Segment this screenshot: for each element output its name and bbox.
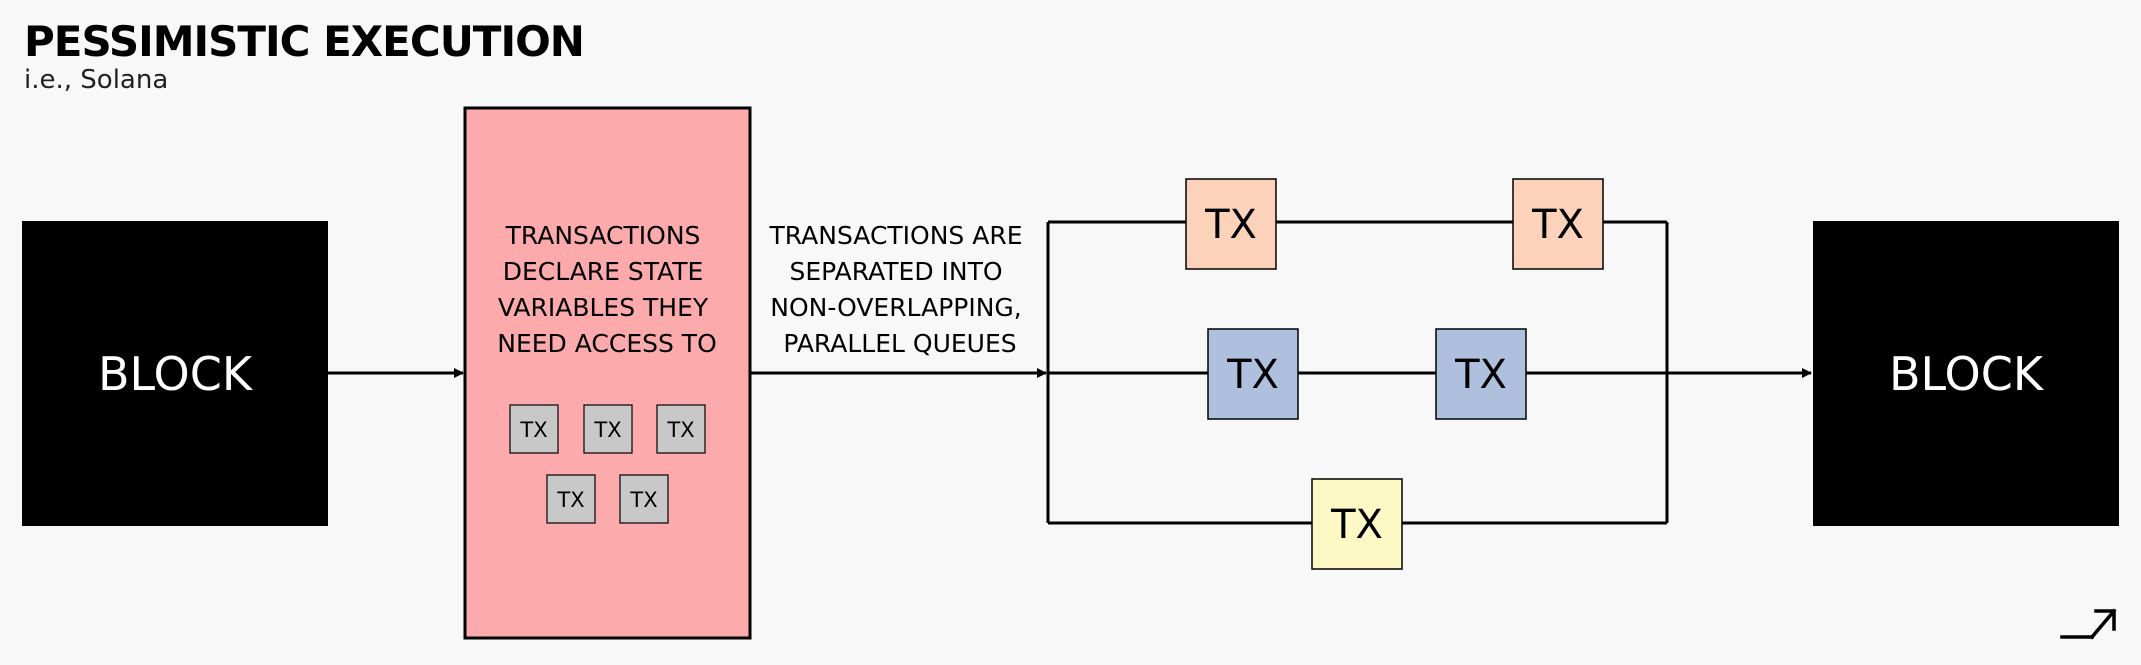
separation-line-2: SEPARATED INTO [789, 257, 1002, 286]
pending-tx-2-label: TX [593, 418, 621, 442]
pending-tx-1-label: TX [519, 418, 547, 442]
pending-tx-4 [546, 474, 596, 524]
declare-line-4: NEED ACCESS TO [497, 329, 717, 358]
separation-line-3: NON-OVERLAPPING, [770, 293, 1021, 322]
queue-top-tx-1 [1185, 178, 1277, 270]
pending-tx-5 [619, 474, 669, 524]
queue-top-tx-2 [1512, 178, 1604, 270]
arrow-up-right-icon [2060, 608, 2117, 640]
input-block: BLOCK [22, 221, 328, 526]
separation-line-4: PARALLEL QUEUES [783, 329, 1016, 358]
declare-box-rect [463, 106, 752, 640]
input-block-rect [22, 221, 328, 526]
queue-bottom-tx-1 [1311, 478, 1403, 570]
pending-tx-2 [583, 404, 633, 454]
output-block: BLOCK [1813, 221, 2119, 526]
declare-box: TRANSACTIONS DECLARE STATE VARIABLES THE… [463, 106, 752, 640]
pending-tx-group: TX TX TX TX TX [509, 404, 706, 524]
pending-tx-4-label: TX [556, 488, 584, 512]
queue-middle-tx-1-label: TX [1226, 352, 1279, 398]
pending-tx-5-label: TX [629, 488, 657, 512]
declare-box-text: TRANSACTIONS DECLARE STATE VARIABLES THE… [497, 221, 717, 358]
queue-middle: TX TX [1207, 328, 1527, 420]
declare-line-2: DECLARE STATE [503, 257, 704, 286]
queue-top: TX TX [1185, 178, 1604, 270]
page-subtitle: i.e., Solana [24, 65, 168, 95]
queue-bottom: TX [1311, 478, 1403, 570]
queue-bottom-tx-1-label: TX [1330, 502, 1383, 548]
output-block-rect [1813, 221, 2119, 526]
declare-line-3: VARIABLES THEY [498, 293, 709, 322]
pending-tx-1 [509, 404, 559, 454]
pending-tx-3 [656, 404, 706, 454]
queue-top-tx-2-label: TX [1531, 202, 1584, 248]
queue-top-tx-1-label: TX [1204, 202, 1257, 248]
pending-tx-3-label: TX [666, 418, 694, 442]
separation-note: TRANSACTIONS ARE SEPARATED INTO NON-OVER… [769, 221, 1031, 358]
output-block-label: BLOCK [1889, 347, 2045, 401]
page-title: PESSIMISTIC EXECUTION [24, 17, 584, 66]
queue-middle-tx-2 [1435, 328, 1527, 420]
queue-middle-tx-2-label: TX [1454, 352, 1507, 398]
queue-middle-tx-1 [1207, 328, 1299, 420]
input-block-label: BLOCK [98, 347, 254, 401]
declare-line-1: TRANSACTIONS [505, 221, 701, 250]
separation-line-1: TRANSACTIONS ARE [769, 221, 1023, 250]
